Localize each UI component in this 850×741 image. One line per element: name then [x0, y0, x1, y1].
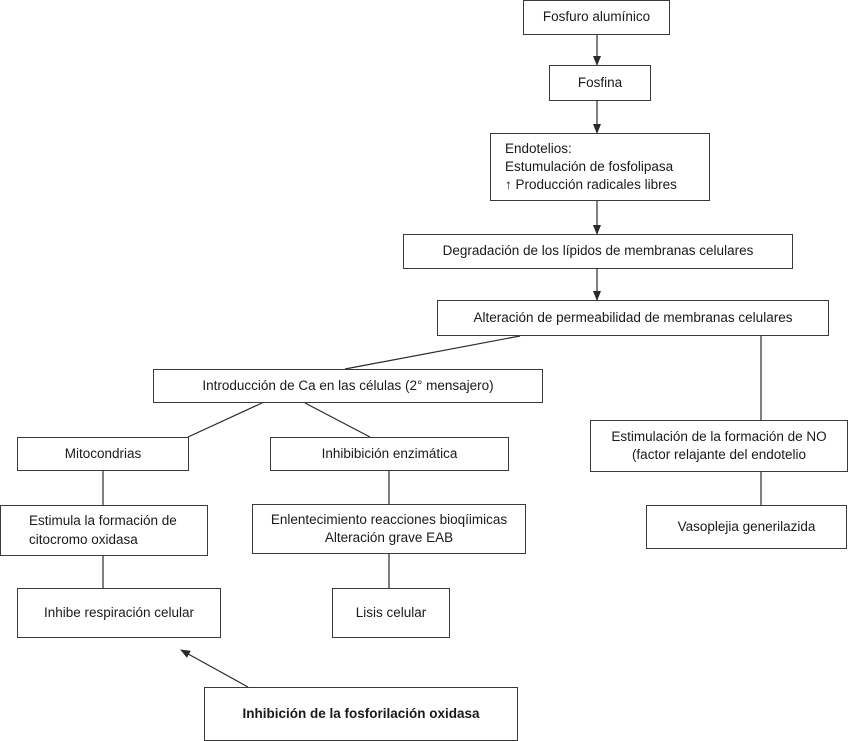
node-vasoplejia: Vasoplejia generilazida: [646, 505, 847, 549]
node-label: Alteración grave EAB: [324, 530, 454, 545]
node-enlentecimiento: Enlentecimiento reacciones bioqíimicas A…: [252, 504, 526, 554]
node-label: Degradación de los lípidos de membranas …: [442, 243, 754, 259]
node-degradacion-lipidos: Degradación de los lípidos de membranas …: [403, 234, 793, 269]
line-introduccion-mitocondrias: [187, 402, 263, 438]
node-label: Fosfuro alumínico: [542, 9, 651, 25]
arrow-fosforilacion-respiracion: [180, 649, 249, 688]
node-label: Fosfina: [577, 74, 623, 90]
node-label: Inhibición de la fosforilación oxidasa: [242, 705, 480, 721]
node-estimula-citocromo: Estimula la formación de citocromo oxida…: [0, 505, 208, 556]
line-introduccion-inhibicion: [304, 402, 371, 438]
node-label: Estimula la formación de: [29, 513, 177, 529]
node-endotelios: Endotelios: Estumulación de fosfolipasa …: [490, 133, 710, 201]
node-inhibicion-enzimatica: Inhibibición enzimática: [270, 437, 509, 471]
node-label: Estumulación de fosfolipasa: [505, 158, 674, 174]
node-inhibe-respiracion: Inhibe respiración celular: [17, 588, 221, 638]
node-fosfuro-aluminico: Fosfuro alumínico: [523, 0, 670, 35]
node-label: Mitocondrias: [64, 445, 142, 461]
node-label: Endotelios:: [505, 140, 572, 156]
node-label: Lisis celular: [355, 604, 427, 620]
node-label: ↑ Producción radicales libres: [505, 177, 677, 193]
node-label: Introducción de Ca en las células (2° me…: [202, 377, 494, 393]
node-label: Estimulación de la formación de NO: [611, 428, 827, 444]
node-estimulacion-no: Estimulación de la formación de NO (fact…: [590, 420, 848, 472]
node-label: (factor relajante del endotelio: [631, 447, 807, 462]
line-alteracion-introduccion: [344, 335, 521, 370]
node-label: Enlentecimiento reacciones bioqíimicas: [270, 511, 508, 527]
node-alteracion-permeabilidad: Alteración de permeabilidad de membranas…: [437, 300, 829, 336]
node-label: Inhibibición enzimática: [321, 445, 458, 461]
node-mitocondrias: Mitocondrias: [17, 437, 189, 471]
node-label: Alteración de permeabilidad de membranas…: [473, 309, 793, 325]
node-inhibicion-fosforilacion: Inhibición de la fosforilación oxidasa: [204, 687, 518, 741]
node-label: Vasoplejia generilazida: [677, 518, 816, 534]
node-introduccion-calcio: Introducción de Ca en las células (2° me…: [153, 369, 543, 403]
node-fosfina: Fosfina: [549, 65, 651, 101]
node-lisis-celular: Lisis celular: [332, 588, 450, 638]
node-label: Inhibe respiración celular: [43, 604, 195, 620]
node-label: citocromo oxidasa: [29, 531, 138, 547]
